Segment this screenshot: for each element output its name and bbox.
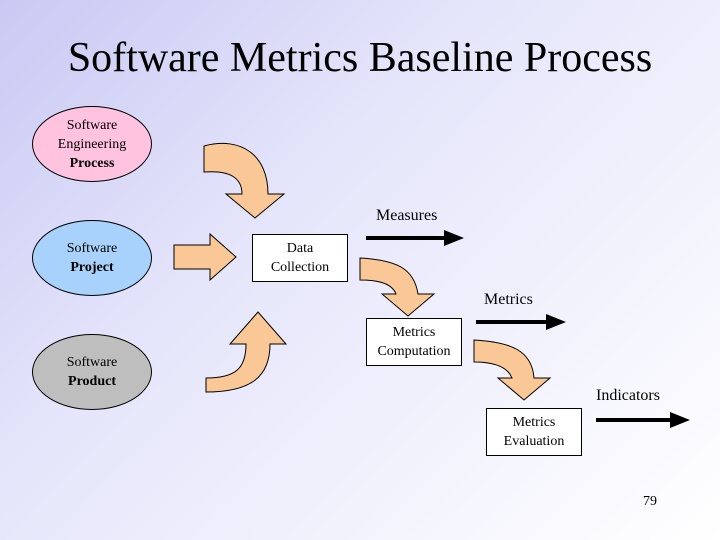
data-collection-line2: Collection <box>270 260 330 275</box>
metrics-label: Metrics <box>484 291 533 308</box>
software-engineering-process-node: Software Engineering Process <box>32 106 152 182</box>
metrics-computation-box: Metrics Computation <box>366 318 462 366</box>
metrics-evaluation-box: Metrics Evaluation <box>486 408 582 456</box>
metrics-evaluation-line1: Metrics <box>512 415 556 430</box>
product-label-line1: Software <box>66 355 118 370</box>
measures-label: Measures <box>376 207 438 224</box>
product-label-line2: Product <box>68 374 116 389</box>
metrics-arrow <box>476 314 566 330</box>
data-collection-box: Data Collection <box>252 234 348 282</box>
product-to-collection-arrow <box>205 311 288 393</box>
slide-title: Software Metrics Baseline Process <box>67 35 653 81</box>
project-label-line2: Project <box>70 260 114 275</box>
metrics-computation-line1: Metrics <box>392 325 436 340</box>
metrics-evaluation-line2: Evaluation <box>503 434 565 449</box>
process-label-line3: Process <box>69 155 115 171</box>
software-product-node: Software Product <box>32 334 152 410</box>
computation-to-evaluation-arrow <box>473 339 552 401</box>
indicators-label: Indicators <box>596 387 660 404</box>
page-number: 79 <box>643 494 657 509</box>
measures-arrow <box>366 230 464 246</box>
data-collection-line1: Data <box>286 241 314 256</box>
metrics-computation-line2: Computation <box>377 344 451 359</box>
process-to-collection-arrow <box>203 142 286 219</box>
process-label-line1: Software <box>66 117 118 133</box>
indicators-arrow <box>596 412 690 428</box>
project-to-collection-arrow <box>173 232 237 282</box>
process-label-line2: Engineering <box>57 136 127 152</box>
project-label-line1: Software <box>66 241 118 256</box>
software-project-node: Software Project <box>32 220 152 296</box>
collection-to-computation-arrow <box>359 257 436 317</box>
